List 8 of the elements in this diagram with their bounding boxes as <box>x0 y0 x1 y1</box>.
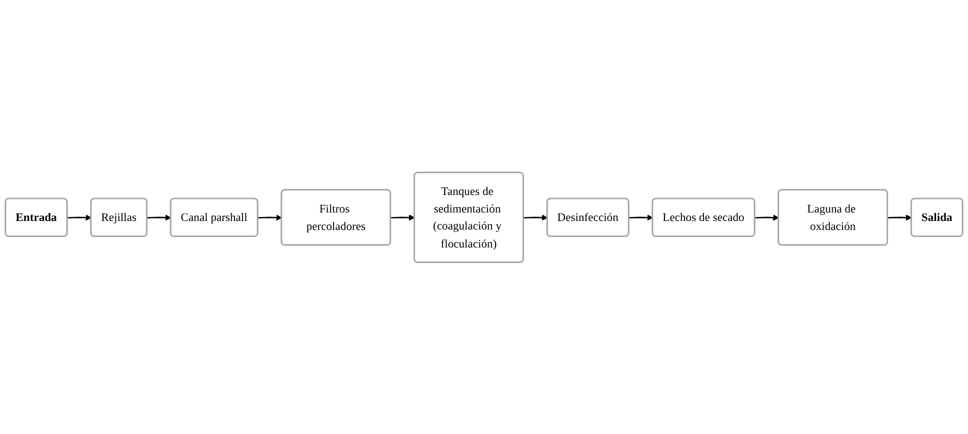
arrow <box>754 214 779 220</box>
arrow <box>888 214 912 220</box>
arrow <box>67 214 92 220</box>
arrow <box>628 214 654 220</box>
arrow <box>524 214 548 220</box>
arrow <box>258 214 282 220</box>
arrow <box>147 214 172 220</box>
arrow <box>390 214 415 220</box>
